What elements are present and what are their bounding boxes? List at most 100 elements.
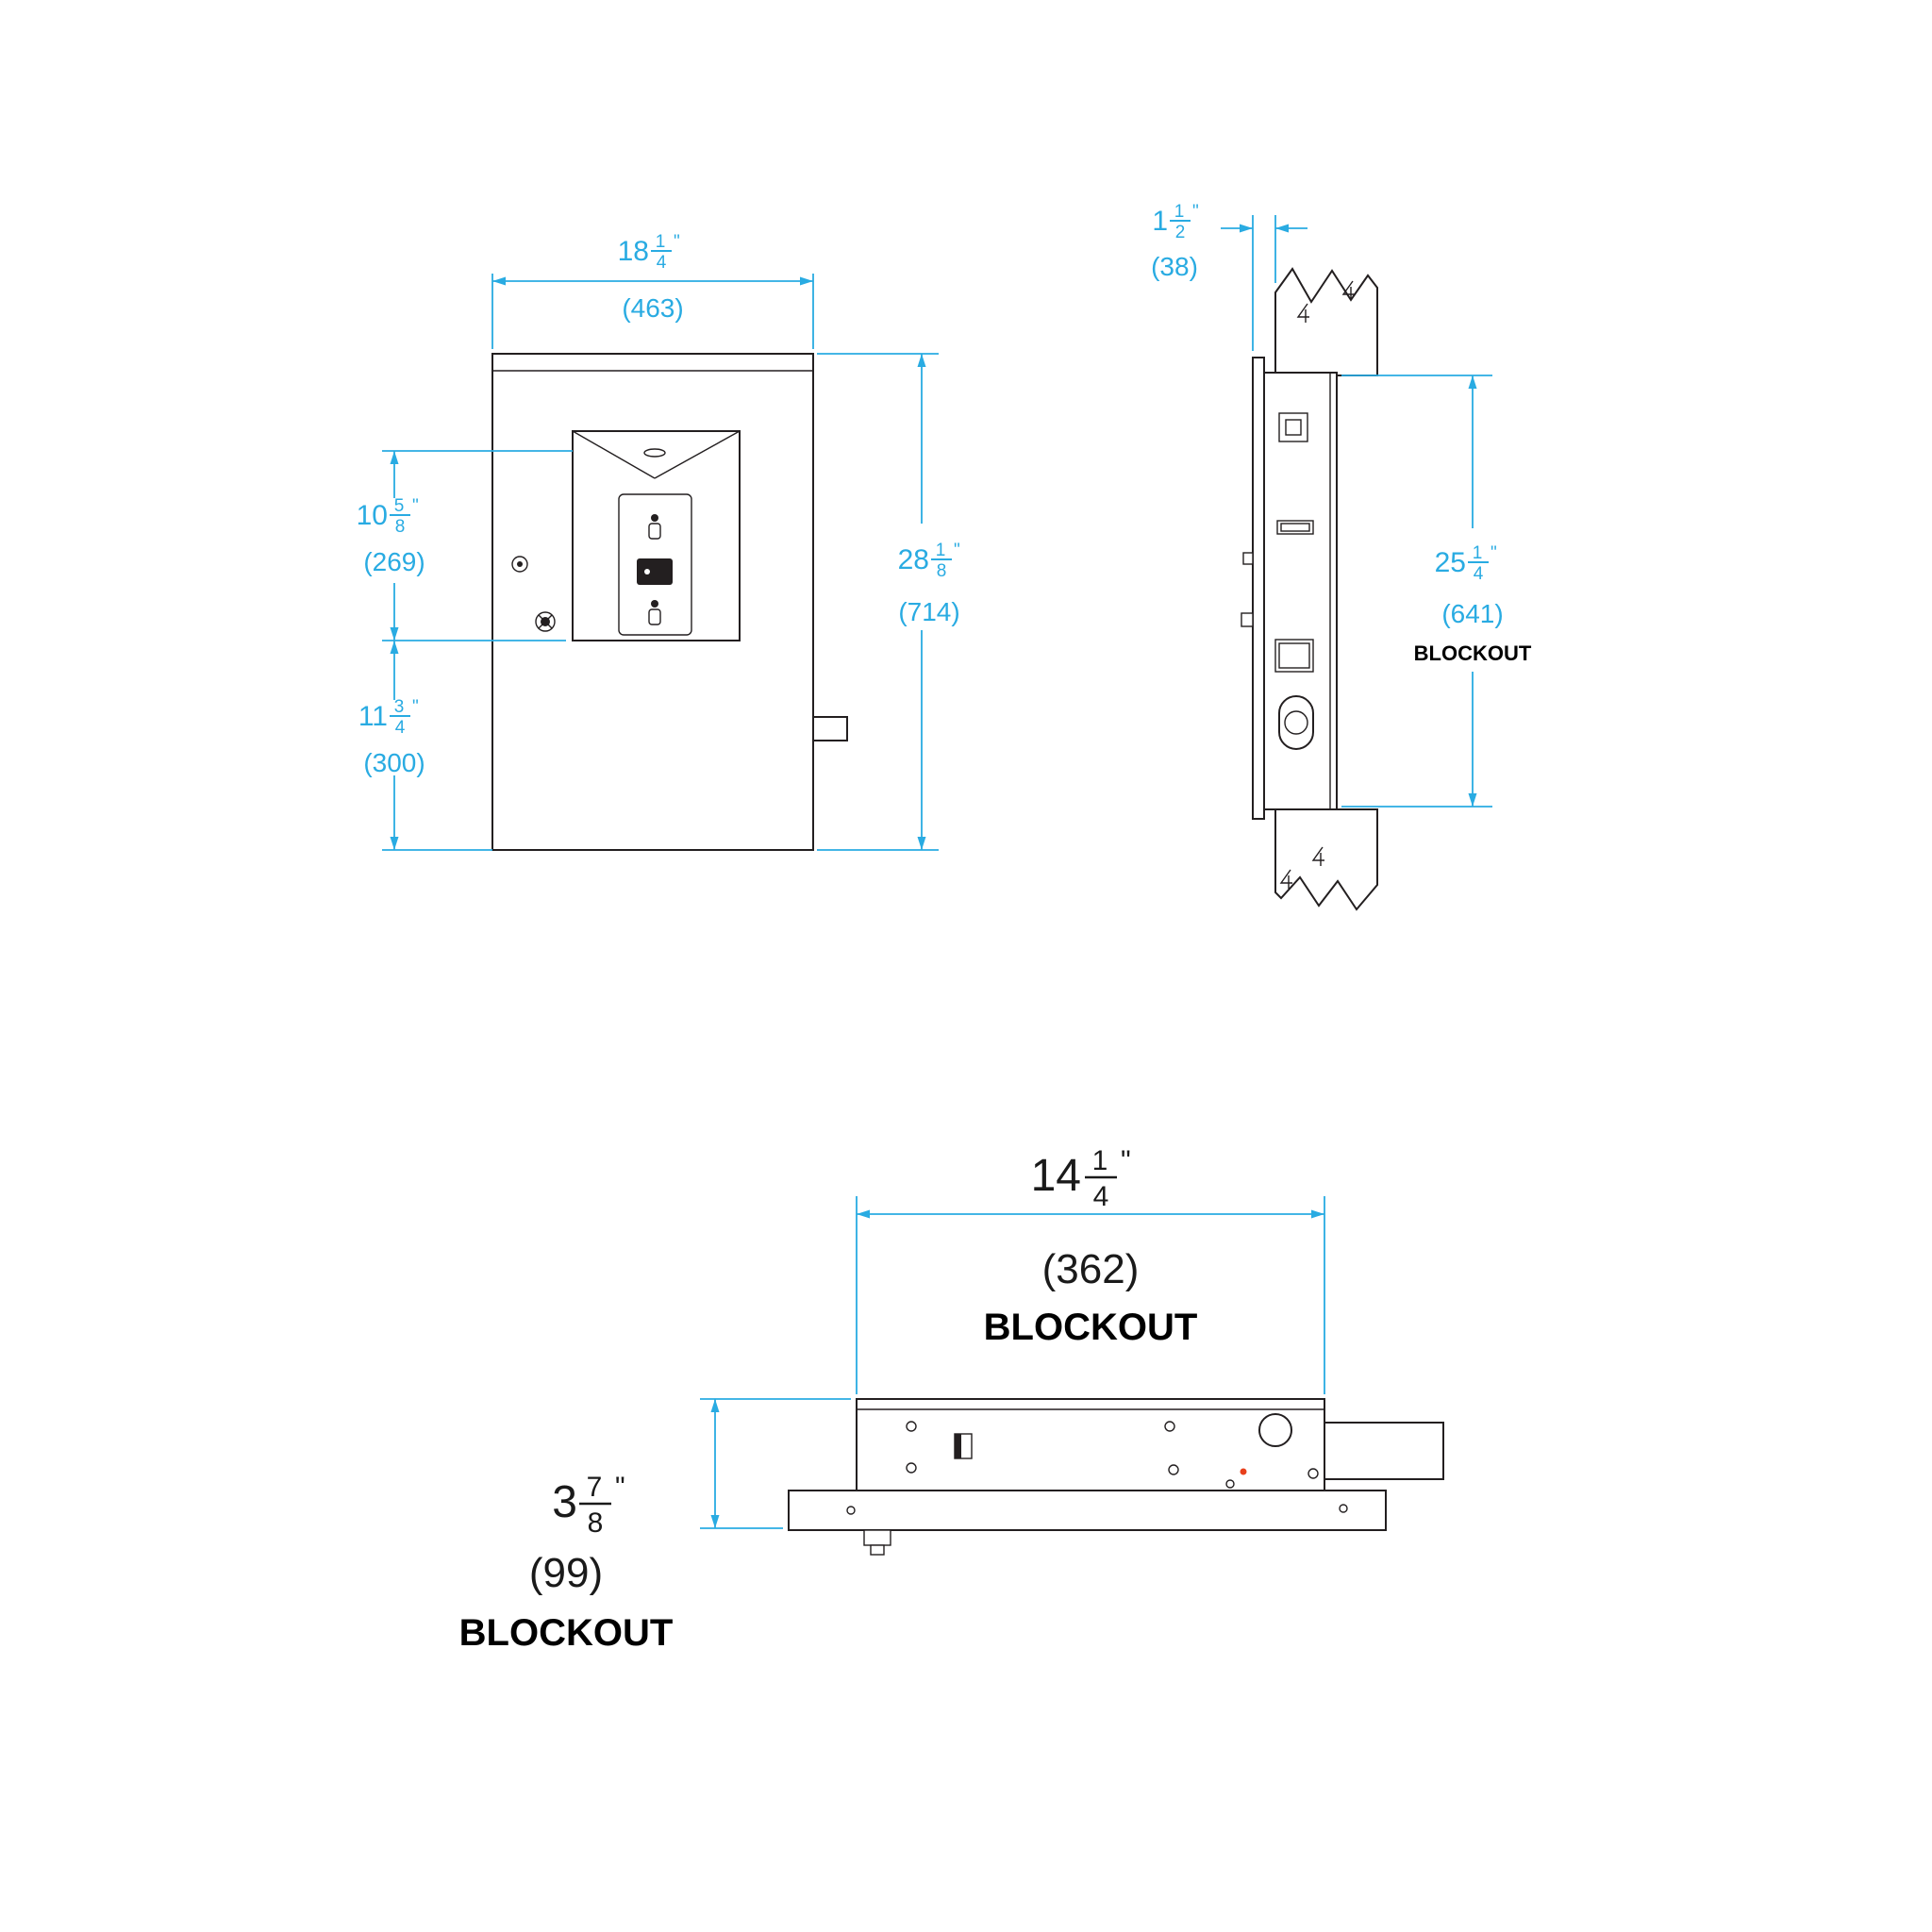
dim-metric: (269) — [363, 547, 425, 576]
svg-text:1: 1 — [656, 232, 666, 252]
screw — [906, 1421, 917, 1432]
svg-text:8: 8 — [937, 561, 947, 581]
wall-section-bottom — [1274, 808, 1378, 911]
drain-fitting-tip — [870, 1544, 885, 1556]
arrowhead — [492, 276, 506, 286]
svg-text:": " — [615, 1472, 625, 1503]
sensor-slot — [643, 448, 666, 458]
screw — [1307, 1468, 1319, 1479]
plate-hole — [1339, 1504, 1348, 1513]
front-flange — [1252, 357, 1265, 820]
dim-front-height: 28 1 8 " (714) — [817, 353, 960, 851]
arrowhead — [710, 1399, 720, 1412]
dim-metric: (300) — [363, 748, 425, 777]
break-mark — [1311, 846, 1324, 866]
dispense-icon-top — [651, 514, 658, 522]
dim-plan-width: 14 1 4 " (362) BLOCKOUT — [856, 1145, 1325, 1394]
dim-metric: (714) — [898, 597, 959, 626]
svg-text:8: 8 — [395, 517, 406, 537]
svg-text:28: 28 — [898, 544, 929, 575]
arrowhead — [857, 1209, 870, 1219]
break-mark — [1296, 303, 1309, 323]
arrowhead — [390, 451, 399, 464]
dim-metric: (99) — [529, 1550, 603, 1596]
dim-side-blockout: 25 1 4 " (641) BLOCKOUT — [1341, 375, 1532, 808]
blockout-label: BLOCKOUT — [984, 1307, 1198, 1348]
unit-body-plan — [856, 1398, 1325, 1491]
arrowhead — [390, 627, 399, 641]
panel-display-dot — [644, 569, 650, 575]
vent-slot-inner — [1280, 523, 1310, 532]
svg-text:3: 3 — [394, 697, 405, 717]
side-view — [1241, 267, 1378, 911]
pump-housing-inner — [1284, 710, 1308, 735]
push-button-center — [517, 561, 523, 567]
break-mark — [1279, 869, 1292, 889]
svg-text:14: 14 — [1031, 1151, 1081, 1201]
dispense-icon-top-body — [648, 523, 661, 540]
svg-text:1: 1 — [1473, 543, 1483, 563]
dim-front-width: 18 1 4 " (463) — [491, 232, 814, 349]
svg-text:3: 3 — [552, 1477, 577, 1527]
screw — [1164, 1421, 1175, 1432]
svg-text:4: 4 — [1474, 564, 1484, 584]
plan-view — [788, 1398, 1444, 1556]
svg-text:4: 4 — [657, 253, 667, 273]
arrowhead — [1275, 224, 1289, 233]
svg-text:": " — [412, 697, 419, 717]
dim-plan-depth: 3 7 8 " (99) BLOCKOUT — [459, 1398, 851, 1654]
screw — [1225, 1479, 1235, 1489]
svg-text:5: 5 — [394, 496, 405, 516]
plate-hole — [846, 1506, 856, 1515]
base-plate — [788, 1490, 1387, 1531]
arrowhead — [800, 276, 813, 286]
dim-metric: (38) — [1151, 252, 1198, 281]
svg-text:8: 8 — [588, 1507, 604, 1539]
svg-text:1: 1 — [936, 541, 946, 560]
arrowhead — [1468, 793, 1477, 807]
dim-text: 18 — [618, 236, 649, 267]
side-nub-upper — [1242, 552, 1254, 565]
svg-text:11: 11 — [358, 701, 388, 732]
dispense-icon-bottom-body — [648, 608, 661, 625]
svg-text:": " — [674, 232, 680, 252]
arrowhead — [1240, 224, 1253, 233]
push-button — [511, 556, 528, 573]
svg-text:7: 7 — [587, 1472, 603, 1503]
niche-angle-right — [654, 430, 741, 479]
blockout-label: BLOCKOUT — [1414, 641, 1532, 665]
side-fitting — [812, 716, 848, 741]
side-nub-lower — [1241, 612, 1254, 627]
arrowhead — [390, 641, 399, 654]
svg-text:1: 1 — [1152, 206, 1168, 237]
svg-text:25: 25 — [1435, 547, 1466, 578]
front-view — [491, 353, 848, 851]
panel-display — [637, 558, 673, 585]
screw — [1168, 1464, 1179, 1475]
screw — [906, 1462, 917, 1474]
unit-body-side — [1263, 372, 1338, 810]
break-mark — [1341, 280, 1355, 300]
vent-slot — [1276, 520, 1314, 535]
svg-text:": " — [412, 496, 419, 516]
svg-text:1: 1 — [1174, 202, 1185, 222]
junction-box-inner — [1285, 419, 1302, 436]
arrowhead — [917, 837, 926, 850]
pump-housing — [1278, 695, 1314, 750]
arrowhead — [917, 354, 926, 367]
svg-text:2: 2 — [1175, 223, 1186, 242]
dim-metric: (362) — [1042, 1246, 1140, 1292]
drain-fitting — [863, 1529, 891, 1546]
side-duct — [1324, 1422, 1444, 1480]
arrowhead — [1311, 1209, 1324, 1219]
svg-text:4: 4 — [1093, 1181, 1109, 1212]
component-box — [1274, 639, 1314, 673]
blockout-label: BLOCKOUT — [459, 1612, 674, 1654]
dim-front-left: 10 5 8 " (269) 11 3 4 " (300) — [357, 450, 573, 851]
bracket-flange — [955, 1434, 961, 1458]
svg-text:": " — [1121, 1145, 1131, 1176]
svg-text:": " — [1491, 543, 1497, 563]
arrowhead — [710, 1515, 720, 1528]
key-lock — [535, 611, 556, 632]
